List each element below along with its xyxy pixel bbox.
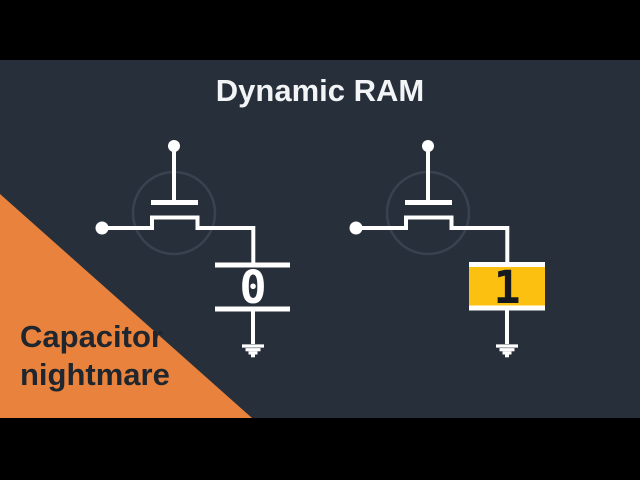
dram-cell-right: 1 bbox=[349, 140, 545, 358]
ground-icon bbox=[496, 344, 518, 358]
ground-icon bbox=[242, 344, 264, 358]
channel-wire bbox=[356, 215, 510, 262]
slide-title: Dynamic RAM bbox=[215, 73, 425, 108]
wordline-terminal-dot bbox=[422, 140, 434, 152]
dram-cell-left: 0 bbox=[95, 140, 290, 358]
highlighted-cell-box bbox=[469, 262, 545, 310]
wordline-terminal-dot bbox=[168, 140, 180, 152]
stored-bit-value: 1 bbox=[493, 261, 520, 314]
corner-accent-triangle bbox=[0, 194, 252, 418]
channel-wire bbox=[102, 215, 256, 263]
caption-line-1: Capacitor bbox=[20, 319, 163, 354]
stored-bit-value: 0 bbox=[239, 261, 266, 314]
caption-line-2: nightmare bbox=[20, 357, 170, 392]
corner-caption: Capacitor nightmare bbox=[20, 318, 170, 394]
